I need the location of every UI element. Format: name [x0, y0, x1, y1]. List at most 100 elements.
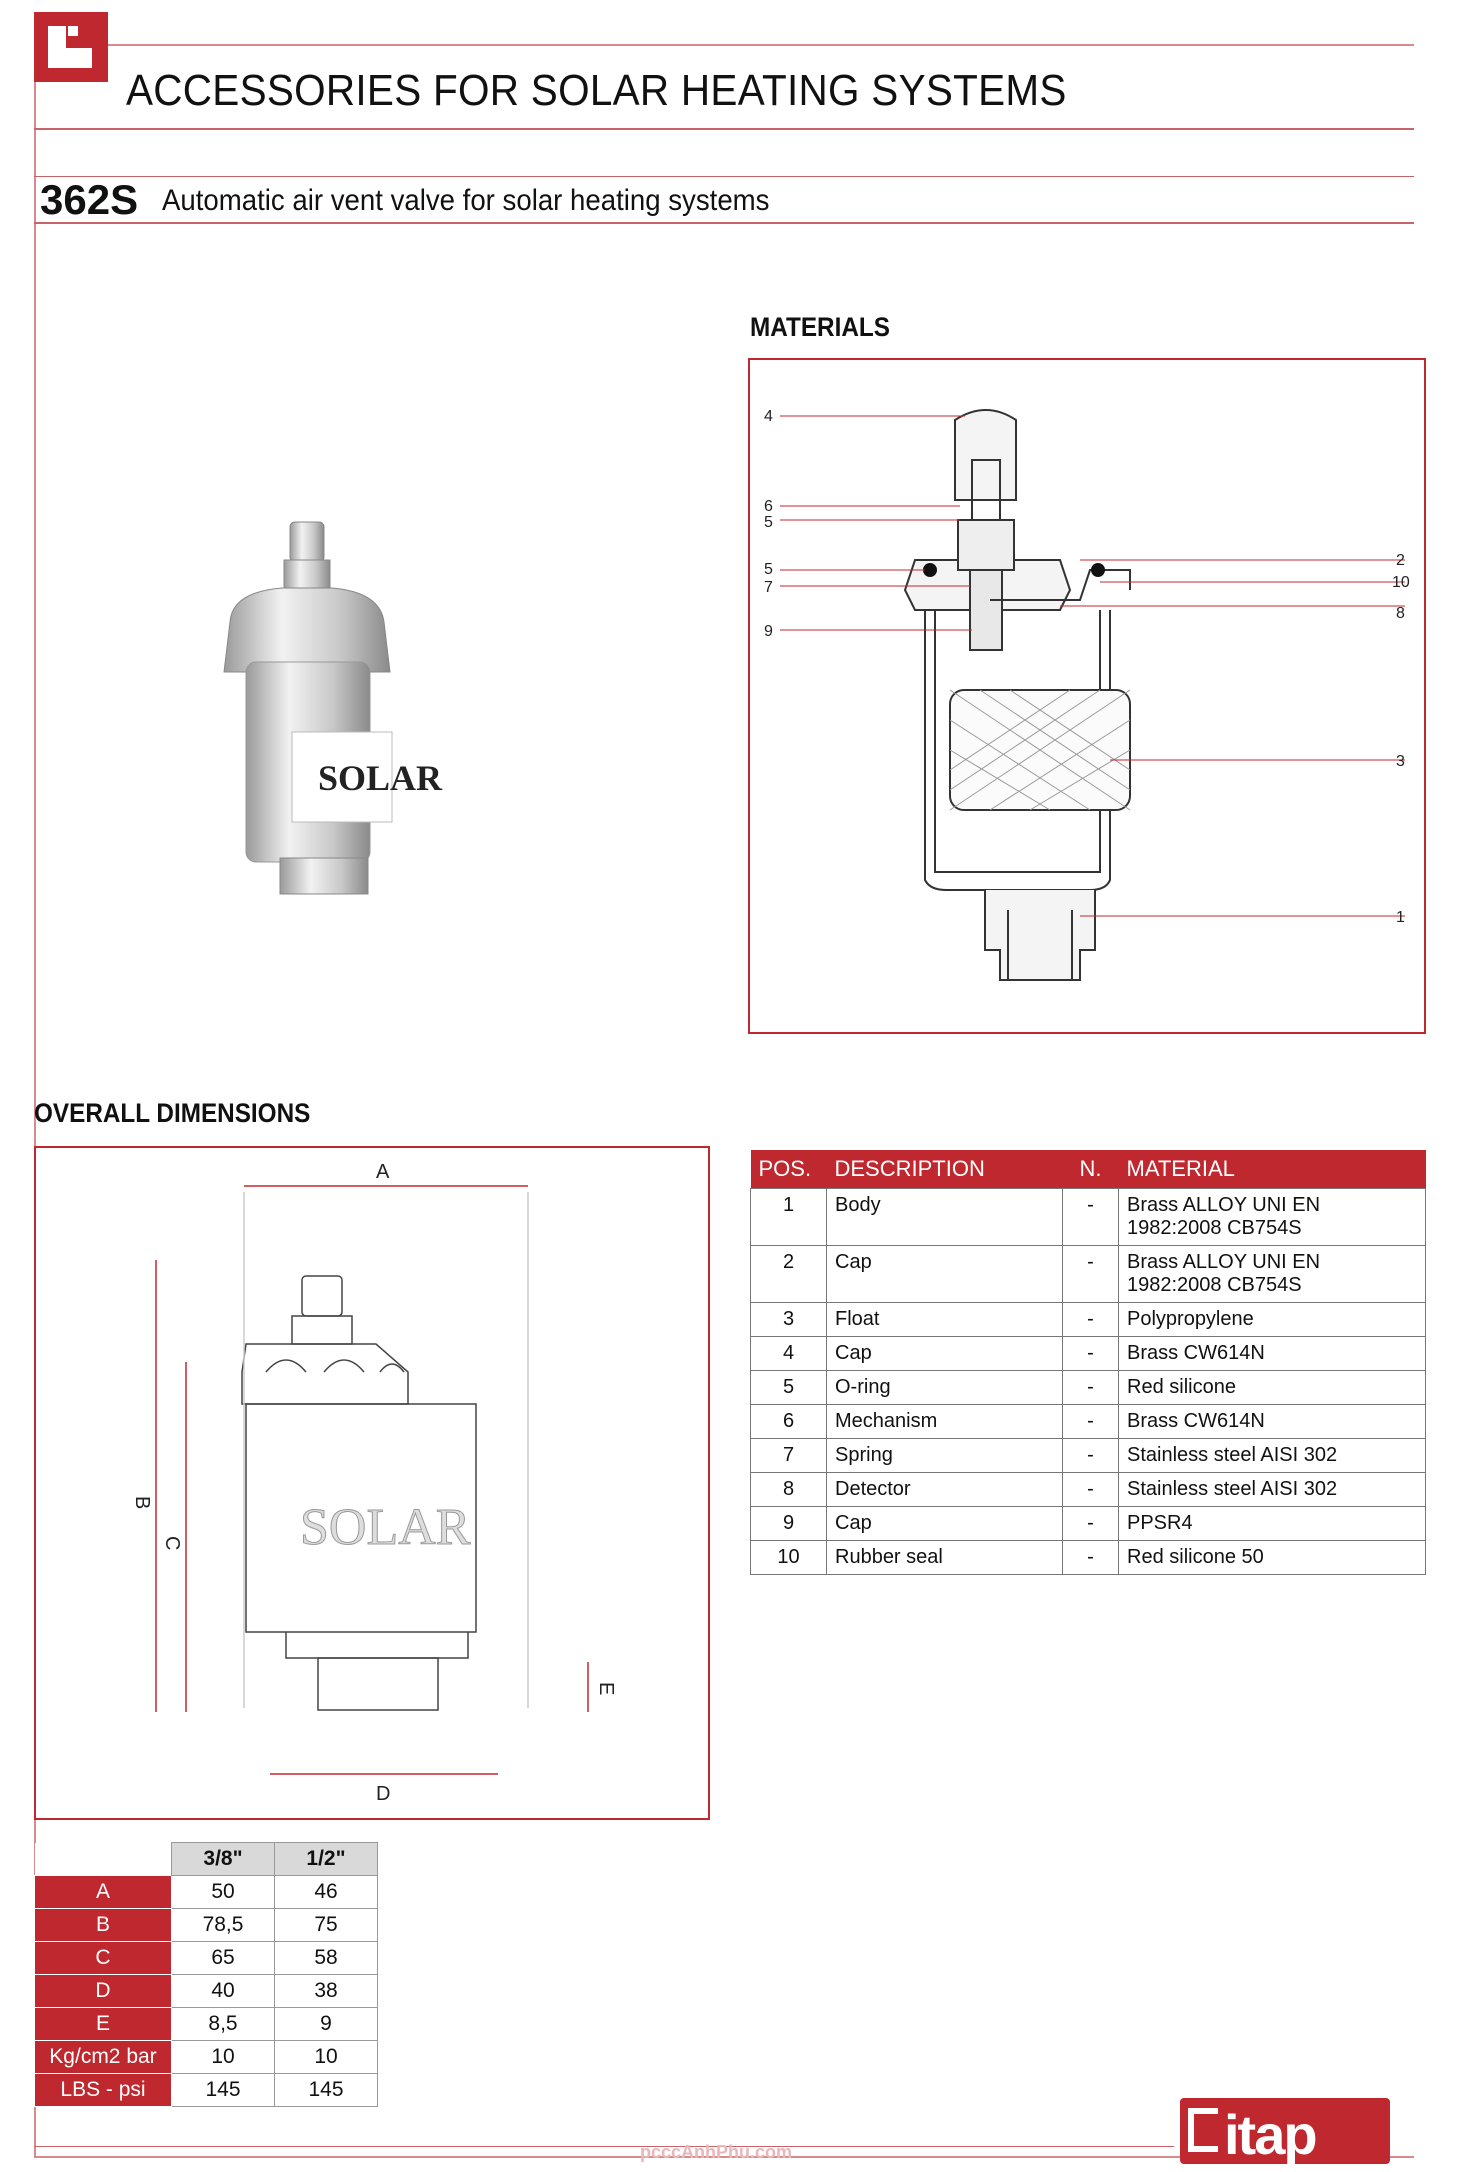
dim-label-b: B: [131, 1496, 153, 1509]
cell-material: Brass ALLOY UNI EN 1982:2008 CB754S: [1118, 1188, 1426, 1246]
cell-pos: 3: [750, 1302, 827, 1337]
dim-label-c: C: [161, 1536, 183, 1550]
callout-right-4: 3: [1396, 753, 1405, 770]
page-title: ACCESSORIES FOR SOLAR HEATING SYSTEMS: [126, 66, 1067, 115]
itap-logo-icon: [34, 12, 108, 82]
cell-n: -: [1062, 1188, 1119, 1246]
cell-description: Mechanism: [826, 1404, 1063, 1439]
cell-pos: 7: [750, 1438, 827, 1473]
cell-material: Brass CW614N: [1118, 1336, 1426, 1371]
cell-material: PPSR4: [1118, 1506, 1426, 1541]
col-size-2: 1/2": [274, 1842, 378, 1876]
cell-size-2: 75: [274, 1908, 378, 1942]
cell-pos: 2: [750, 1245, 827, 1303]
cell-n: -: [1062, 1506, 1119, 1541]
title-rule: [34, 128, 1414, 130]
cell-description: Float: [826, 1302, 1063, 1337]
cell-pos: 1: [750, 1188, 827, 1246]
cell-n: -: [1062, 1245, 1119, 1303]
row-label: LBS - psi: [34, 2073, 172, 2107]
page-frame: [34, 44, 1414, 2158]
dimension-drawing: A B C D E SOLAR: [131, 1161, 617, 1805]
dim-drawing-solar-label: SOLAR: [300, 1499, 471, 1556]
cell-material: Brass ALLOY UNI EN 1982:2008 CB754S: [1118, 1245, 1426, 1303]
row-label: B: [34, 1908, 172, 1942]
cell-size-2: 38: [274, 1974, 378, 2008]
callout-left-6: 9: [764, 623, 773, 640]
subtitle-rule-bottom: [34, 222, 1414, 224]
callout-right-1: 2: [1396, 552, 1405, 569]
cell-size-1: 50: [171, 1875, 275, 1909]
cell-pos: 6: [750, 1404, 827, 1439]
dim-label-d: D: [376, 1783, 390, 1805]
col-description: DESCRIPTION: [826, 1150, 1063, 1189]
dim-label-a: A: [376, 1161, 390, 1183]
cell-material: Stainless steel AISI 302: [1118, 1472, 1426, 1507]
footer-brand: itap: [1224, 2103, 1318, 2166]
product-photo: SOLAR: [223, 521, 443, 895]
watermark: pcccAnhPhu.com: [640, 2142, 793, 2162]
cell-pos: 4: [750, 1336, 827, 1371]
cell-size-2: 10: [274, 2040, 378, 2074]
cell-material: Red silicone: [1118, 1370, 1426, 1405]
dimensions-drawing-box: A B C D E SOLAR: [34, 1146, 710, 1820]
dimensions-heading: OVERALL DIMENSIONS: [34, 1098, 311, 1128]
cell-n: -: [1062, 1404, 1119, 1439]
row-label: E: [34, 2007, 172, 2041]
cell-description: Cap: [826, 1336, 1063, 1371]
cell-material: Brass CW614N: [1118, 1404, 1426, 1439]
row-label: D: [34, 1974, 172, 2008]
subtitle-rule-top: [34, 176, 1414, 177]
row-label: A: [34, 1875, 172, 1909]
cell-size-1: 78,5: [171, 1908, 275, 1942]
col-size-1: 3/8": [171, 1842, 275, 1876]
cell-size-1: 145: [171, 2073, 275, 2107]
cell-n: -: [1062, 1370, 1119, 1405]
cell-pos: 5: [750, 1370, 827, 1405]
cell-size-1: 10: [171, 2040, 275, 2074]
cross-section-drawing: 4 6 5 5 7 9 2 10 8 3 1: [764, 408, 1410, 981]
cell-material: Red silicone 50: [1118, 1540, 1426, 1575]
cell-size-1: 40: [171, 1974, 275, 2008]
cell-n: -: [1062, 1302, 1119, 1337]
product-code: 362S: [40, 176, 139, 223]
cell-description: O-ring: [826, 1370, 1063, 1405]
cell-size-2: 46: [274, 1875, 378, 1909]
materials-drawing-box: 4 6 5 5 7 9 2 10 8 3 1: [748, 358, 1426, 1034]
cell-n: -: [1062, 1472, 1119, 1507]
cell-size-2: 58: [274, 1941, 378, 1975]
cell-description: Cap: [826, 1245, 1063, 1303]
col-material: MATERIAL: [1118, 1150, 1426, 1189]
cell-n: -: [1062, 1540, 1119, 1575]
cell-description: Body: [826, 1188, 1063, 1246]
product-subtitle: Automatic air vent valve for solar heati…: [162, 184, 770, 217]
cell-size-2: 145: [274, 2073, 378, 2107]
cell-size-2: 9: [274, 2007, 378, 2041]
row-label: Kg/cm2 bar: [34, 2040, 172, 2074]
cell-description: Rubber seal: [826, 1540, 1063, 1575]
callout-right-5: 1: [1396, 909, 1405, 926]
footer-rule: [34, 2146, 1174, 2147]
callout-right-3: 8: [1396, 605, 1405, 622]
cell-description: Spring: [826, 1438, 1063, 1473]
callout-left-4: 5: [764, 561, 773, 578]
cell-size-1: 65: [171, 1941, 275, 1975]
photo-solar-label: SOLAR: [318, 758, 443, 798]
materials-heading: MATERIALS: [750, 312, 890, 342]
callout-left-1: 4: [764, 408, 773, 425]
cell-pos: 9: [750, 1506, 827, 1541]
callout-left-3: 5: [764, 514, 773, 531]
